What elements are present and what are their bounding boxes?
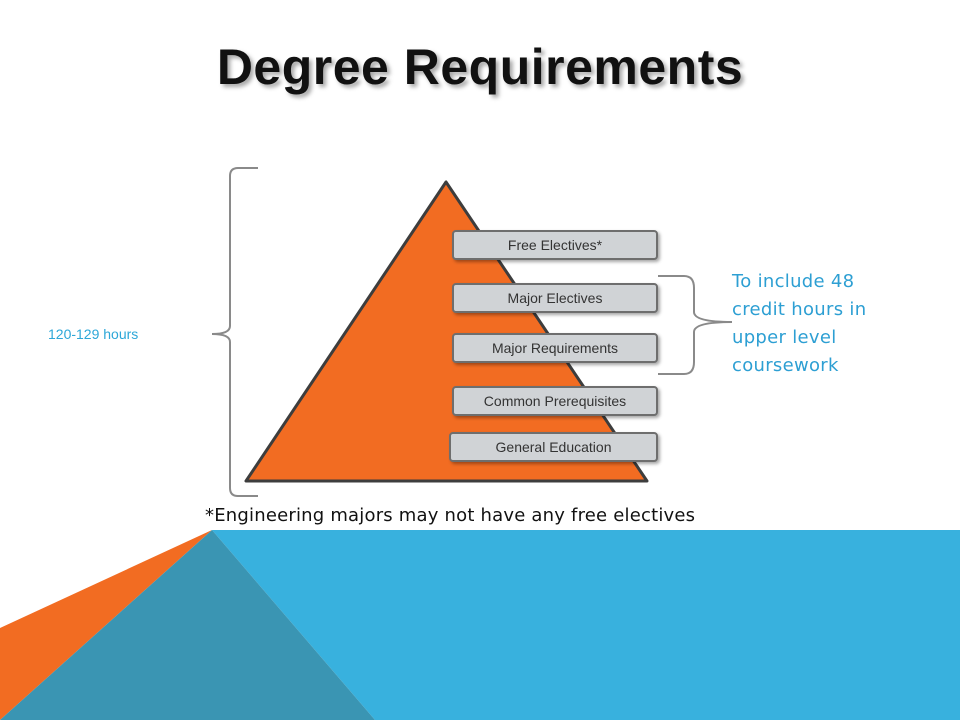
upper-level-note: To include 48 credit hours in upper leve… <box>732 271 867 376</box>
background-blue-band <box>212 530 960 720</box>
upper-level-brace <box>658 275 733 375</box>
total-hours-label: 120-129 hours <box>48 326 139 342</box>
tier-major-electives: Major Electives <box>452 283 658 313</box>
tier-free-electives: Free Electives* <box>452 230 658 260</box>
tier-general-education: General Education <box>449 432 658 462</box>
background-dark-blue-triangle <box>0 530 375 720</box>
engineering-footnote: *Engineering majors may not have any fre… <box>205 505 696 526</box>
tier-common-prerequisites: Common Prerequisites <box>452 386 658 416</box>
tier-major-requirements: Major Requirements <box>452 333 658 363</box>
total-hours-brace <box>211 167 258 497</box>
page-title: Degree Requirements <box>216 39 744 95</box>
